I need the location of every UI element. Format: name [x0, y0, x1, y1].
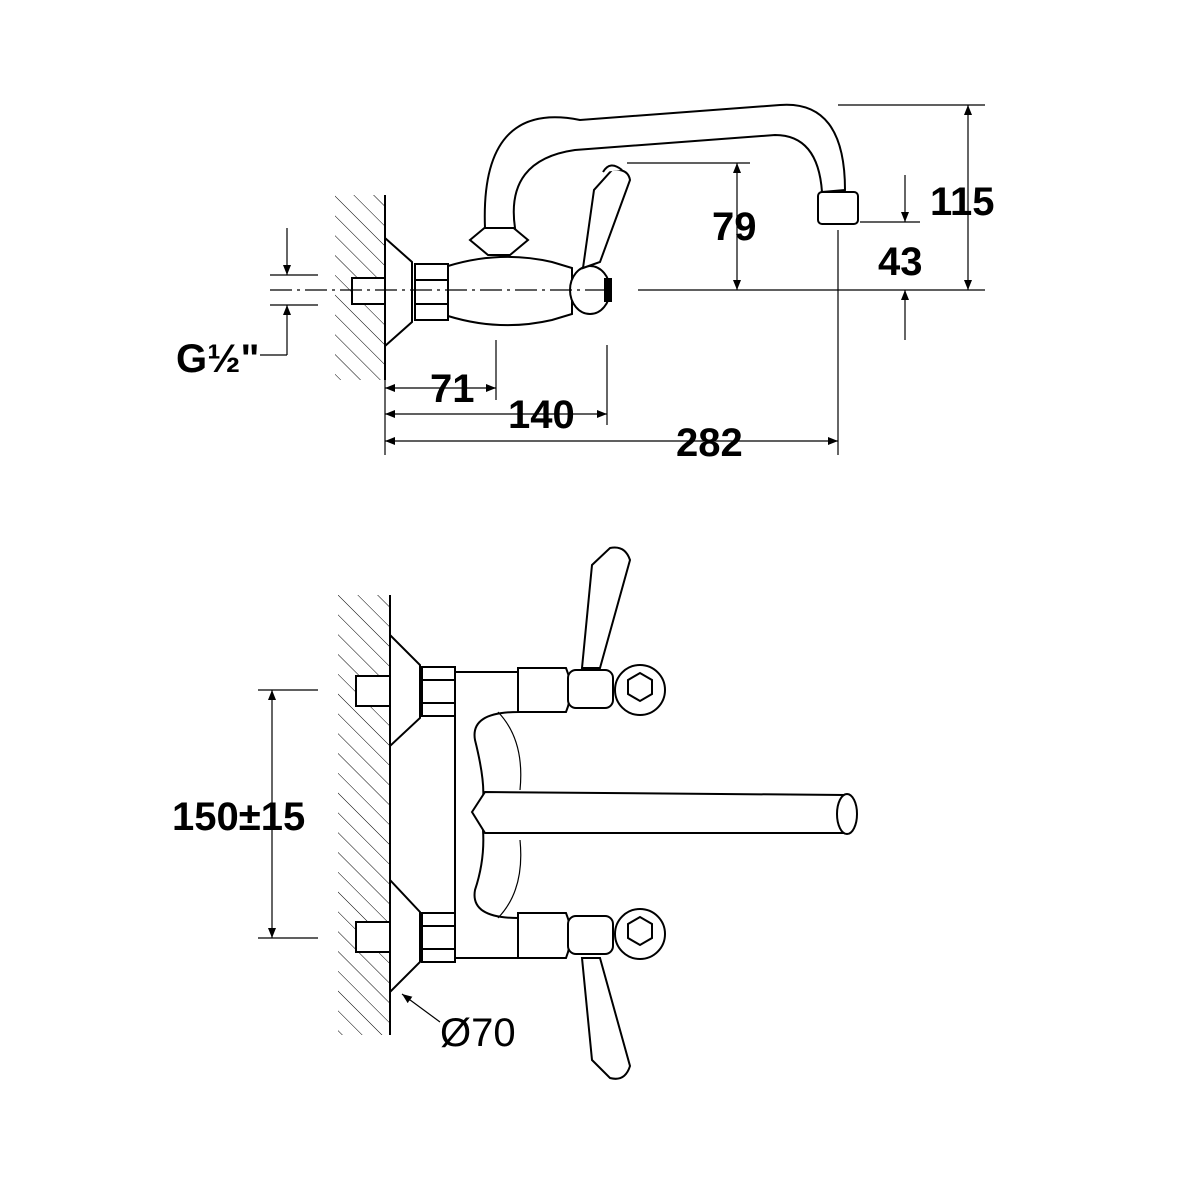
- top-view: 150±15 Ø70: [172, 546, 858, 1080]
- dim-71: 71: [430, 367, 475, 411]
- dim-79: 79: [712, 205, 757, 249]
- lower-hex-nut: [421, 912, 456, 963]
- lower-escutcheon: [389, 877, 421, 995]
- dim-115: 115: [930, 180, 995, 224]
- spout-top: [470, 790, 854, 834]
- dim-150: 150±15: [172, 795, 305, 839]
- valve-body: [447, 255, 573, 327]
- handle: [581, 168, 632, 270]
- thread-label: G½": [176, 337, 259, 381]
- escutcheon: [384, 235, 413, 349]
- wall-pipe: [351, 277, 386, 305]
- dim-43: 43: [878, 240, 923, 284]
- aerator: [817, 191, 859, 225]
- dim-diameter-70: Ø70: [440, 1011, 516, 1055]
- wall-hatch-top: [338, 595, 390, 1035]
- upper-escutcheon: [389, 632, 421, 749]
- upper-hex-nut: [421, 666, 456, 717]
- hex-nut: [414, 263, 449, 321]
- side-view: G½" 71 140 282 79 43 115: [176, 103, 995, 465]
- dim-140: 140: [508, 393, 575, 437]
- spout: [483, 103, 847, 229]
- spout-nut: [468, 224, 530, 256]
- upper-handle: [580, 546, 632, 669]
- lower-handle: [580, 957, 632, 1080]
- dim-282: 282: [676, 421, 743, 465]
